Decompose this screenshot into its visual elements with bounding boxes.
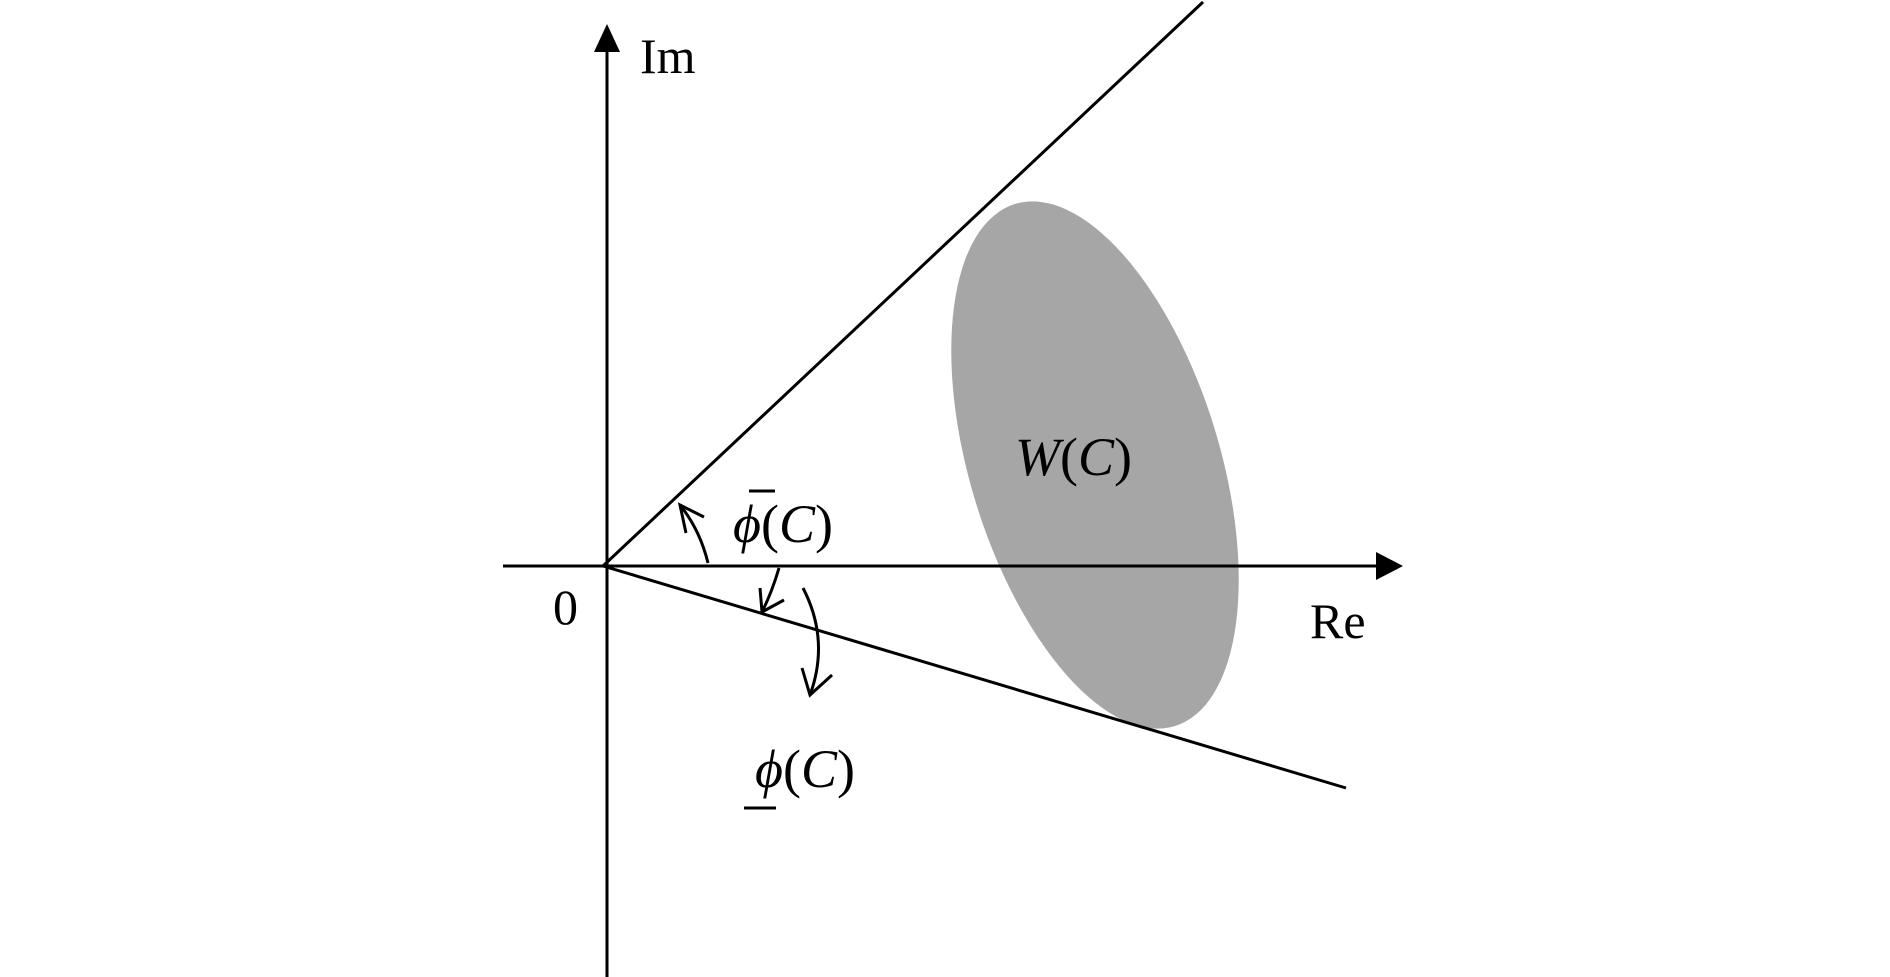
region-label: W(C) (1015, 427, 1132, 487)
origin-label: 0 (553, 579, 578, 635)
lower-angle-close-paren: ) (837, 739, 855, 799)
lower-angle-open-paren: ( (783, 739, 801, 799)
real-axis-label: Re (1310, 593, 1366, 649)
lower-angle-arc-short (760, 567, 781, 613)
lower-angle-arrowhead-short (758, 587, 785, 615)
numerical-range-region (951, 201, 1239, 729)
lower-angle-arc-long (801, 587, 820, 696)
region-label-main: W (1015, 427, 1065, 487)
lower-angle-arg: C (801, 739, 838, 799)
upper-boundary-ray (601, 0, 1205, 568)
real-axis-arrow (1376, 552, 1403, 580)
upper-angle-arg: C (779, 494, 816, 554)
region-label-arg: C (1078, 427, 1115, 487)
upper-angle-arrowhead (677, 502, 705, 534)
upper-angle-close-paren: ) (815, 494, 833, 554)
region-label-close-paren: ) (1114, 427, 1132, 487)
lower-angle-symbol: ϕ (755, 739, 783, 799)
region-label-open-paren: ( (1060, 427, 1078, 487)
lower-boundary-ray (602, 564, 1347, 790)
upper-angle-arc (678, 504, 710, 564)
lower-angle-label: ϕ(C) (755, 739, 855, 799)
upper-angle-symbol: ϕ (733, 494, 761, 554)
upper-angle-label: ϕ(C) (733, 494, 833, 554)
imaginary-axis-label: Im (640, 28, 696, 84)
upper-angle-open-paren: ( (761, 494, 779, 554)
imaginary-axis-arrow (594, 24, 620, 52)
lower-angle-arrowhead-long (800, 667, 834, 698)
